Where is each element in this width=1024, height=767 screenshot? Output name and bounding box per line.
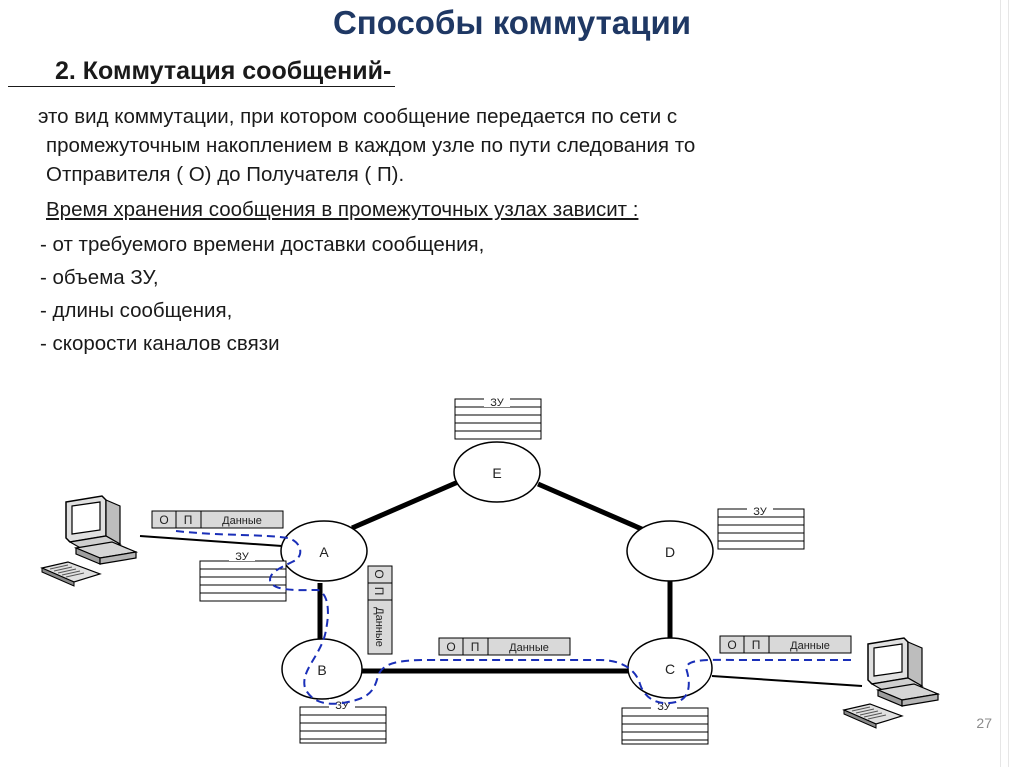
definition-line: это вид коммутации, при котором сообщени…	[38, 105, 678, 128]
decorative-bar	[1008, 0, 1009, 767]
storage-label: ЗУ	[490, 397, 505, 409]
node-a	[280, 520, 368, 582]
node-a-label: A	[319, 544, 329, 560]
link-e-d	[537, 481, 645, 533]
storage-block-c: ЗУ	[621, 700, 709, 745]
storage-label: ЗУ	[657, 701, 672, 713]
receiver-computer-icon	[843, 637, 939, 729]
node-e	[453, 441, 541, 503]
packet-receiver-field: П	[752, 638, 761, 652]
node-d	[626, 520, 714, 582]
message-route	[175, 530, 852, 705]
node-b-label: B	[317, 662, 326, 678]
factor-item: - от требуемого времени доставки сообщен…	[40, 233, 485, 256]
subtitle: 2. Коммутация сообщений-	[8, 56, 396, 87]
message-packet-sender: О П Данные	[151, 510, 284, 529]
storage-label: ЗУ	[235, 551, 250, 563]
message-packet-a-b: О П Данные	[367, 565, 393, 655]
packet-sender-field: О	[159, 513, 168, 527]
factor-item: - объема ЗУ,	[40, 266, 159, 289]
page-number: 27	[976, 715, 992, 731]
storage-block-b: ЗУ	[299, 699, 387, 744]
packet-data-field: Данные	[790, 640, 830, 652]
slide-title: Способы коммутации	[332, 4, 692, 41]
storage-label: ЗУ	[753, 506, 768, 518]
packet-data-field: Данные	[222, 515, 262, 527]
node-d-label: D	[665, 544, 675, 560]
storage-heading: Время хранения сообщения в промежуточных…	[46, 198, 639, 221]
packet-data-field: Данные	[509, 642, 549, 654]
packet-sender-field: О	[372, 569, 386, 578]
link-sender-a	[139, 535, 283, 547]
storage-block-e: ЗУ	[454, 396, 542, 440]
factor-item: - скорости каналов связи	[40, 332, 280, 355]
packet-sender-field: О	[727, 638, 736, 652]
link-c-receiver	[711, 675, 863, 687]
packet-receiver-field: П	[372, 587, 386, 596]
packet-receiver-field: П	[184, 513, 193, 527]
node-c-label: C	[665, 661, 675, 677]
factor-item: - длины сообщения,	[40, 299, 233, 322]
storage-block-d: ЗУ	[717, 505, 805, 550]
packet-sender-field: О	[446, 640, 455, 654]
message-packet-receiver: О П Данные	[719, 635, 852, 654]
decorative-bar	[1000, 0, 1001, 767]
packet-data-field: Данные	[373, 607, 385, 647]
message-packet-b-c: О П Данные	[438, 637, 571, 656]
node-b	[281, 638, 363, 700]
storage-block-a: ЗУ	[199, 550, 287, 602]
link-a-e	[351, 479, 459, 531]
node-e-label: E	[492, 465, 501, 481]
definition-line: Отправителя ( О) до Получателя ( П).	[46, 163, 405, 186]
sender-computer-icon	[41, 495, 137, 587]
definition-line: промежуточным накоплением в каждом узле …	[46, 134, 696, 157]
packet-receiver-field: П	[471, 640, 480, 654]
